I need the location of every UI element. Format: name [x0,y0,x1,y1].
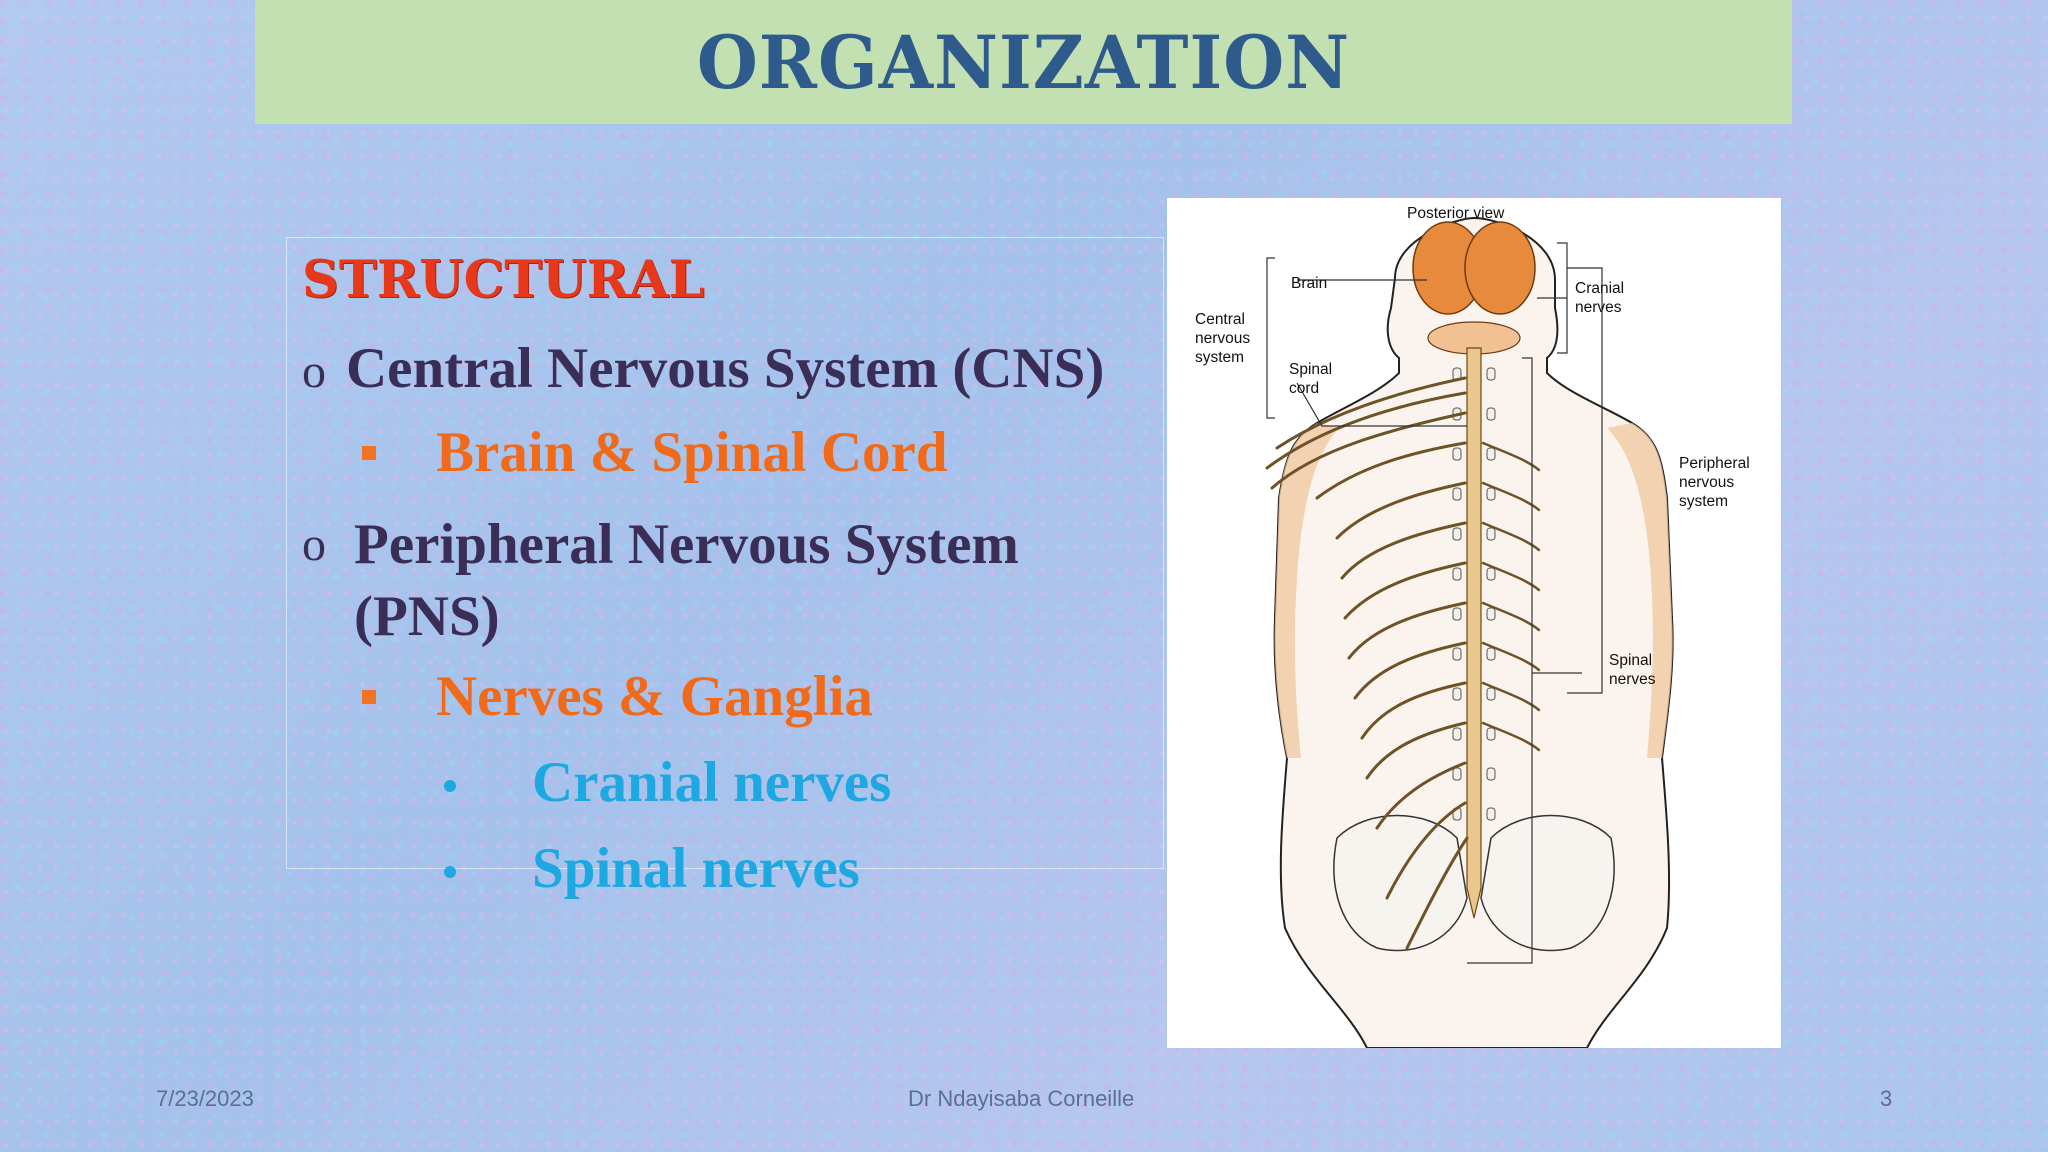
label-pns-3: system [1679,493,1728,510]
label-brackets [1266,242,1603,964]
list-item-pns: o [302,509,346,574]
label-brain: Brain [1291,275,1327,292]
figure-view-label: Posterior view [1407,205,1505,222]
spinal-nerves-right [1481,441,1541,752]
label-spinal-cord-2: cord [1289,380,1319,397]
footer-date: 7/23/2023 [156,1086,254,1111]
nervous-system-figure: Posterior view Brain Central nervous sys… [1167,198,1781,1049]
list-item-cns-label: Central Nervous System (CNS) [346,337,1105,400]
dot-bullet-icon [444,780,456,792]
list-item-cranial-nerves: Cranial nerves [532,751,892,814]
spinal-cord [1466,347,1482,919]
brain-right [1464,221,1536,315]
title-bar: ORGANIZATION [255,0,1792,124]
label-spinal-nerves-1: Spinal [1609,652,1652,669]
square-bullet-icon [362,690,376,704]
list-item-brain-spinal-cord: Brain & Spinal Cord [436,421,948,484]
list-item-nerves-ganglia: Nerves & Ganglia [436,665,873,728]
pelvis [1480,814,1615,952]
footer-page-number: 3 [1880,1086,1893,1111]
body-shading [1274,423,1339,758]
spinal-nerves-left [1265,376,1469,950]
slide-title: ORGANIZATION [696,18,1351,106]
nervous-system-diagram: Posterior view Brain Central nervous sys… [1195,205,1750,1049]
label-pns-1: Peripheral [1679,455,1750,472]
dot-bullet-icon [444,866,456,878]
list-item-cns: o Central Nervous System (CNS) [302,336,1104,401]
label-cranial-nerves-2: nerves [1575,299,1622,316]
pelvis [1333,814,1468,952]
label-spinal-cord-1: Spinal [1289,361,1332,378]
label-spinal-nerves-2: nerves [1609,671,1656,688]
square-bullet-icon [362,446,376,460]
circle-bullet-icon: o [302,345,326,398]
label-cns-3: system [1195,349,1244,366]
label-cns-2: nervous [1195,330,1250,347]
circle-bullet-icon: o [302,518,326,571]
section-heading: STRUCTURAL [302,250,705,310]
label-cranial-nerves-1: Cranial [1575,280,1624,297]
list-item-pns-label: Peripheral Nervous System (PNS) [354,513,1019,648]
body-shading [1607,423,1673,758]
label-pns-2: nervous [1679,474,1734,491]
footer-author: Dr Ndayisaba Corneille [908,1086,1135,1111]
label-cns-1: Central [1195,311,1245,328]
content-box [286,237,1164,869]
list-item-spinal-nerves: Spinal nerves [532,837,860,900]
